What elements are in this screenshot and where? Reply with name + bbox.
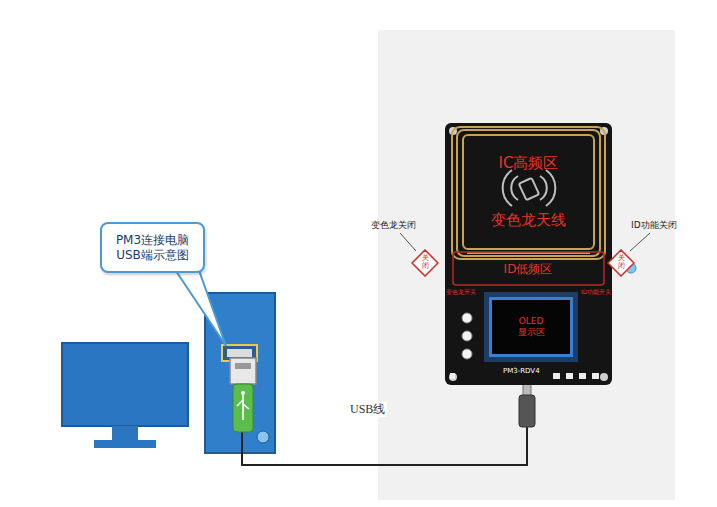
node-text: OLED 显示区 — [513, 316, 549, 339]
lf-region: ID低频区 — [472, 257, 584, 281]
leader-line — [630, 233, 650, 251]
board-silk-label: 变色龙开关 — [446, 288, 476, 296]
switch-diamond: 关闭 — [411, 249, 439, 277]
usb-cable — [242, 426, 527, 465]
board-silk-label: ID功能开关 — [581, 288, 611, 296]
switch-diamond: 关闭 — [607, 249, 635, 277]
node-text: PM3连接电脑 USB端示意图 — [108, 233, 197, 263]
switch-caption: ID功能关闭 — [631, 220, 677, 231]
node-text: IC高频区 — [499, 154, 559, 173]
node-text: 变色龙天线 — [491, 211, 566, 230]
micro-usb-plug — [519, 382, 535, 427]
leader-line — [400, 233, 416, 251]
antenna-coil: IC高频区变色龙天线 — [462, 134, 595, 250]
cable-label: USB线 — [348, 402, 387, 417]
board-model: PM3-RDV4 — [503, 367, 540, 376]
callout-bubble: PM3连接电脑 USB端示意图 — [100, 222, 205, 273]
switch-caption: 变色龙关闭 — [371, 220, 416, 231]
node-text: ID低频区 — [504, 262, 553, 277]
usb-a-plug — [230, 358, 256, 432]
node-text: 关闭 — [422, 255, 429, 270]
oled-screen: OLED 显示区 — [489, 297, 573, 357]
pm3-board — [445, 123, 612, 385]
node-text: 关闭 — [618, 255, 625, 270]
contactless-icon — [503, 170, 556, 206]
monitor-icon — [62, 343, 188, 448]
callout-tail — [170, 262, 226, 346]
